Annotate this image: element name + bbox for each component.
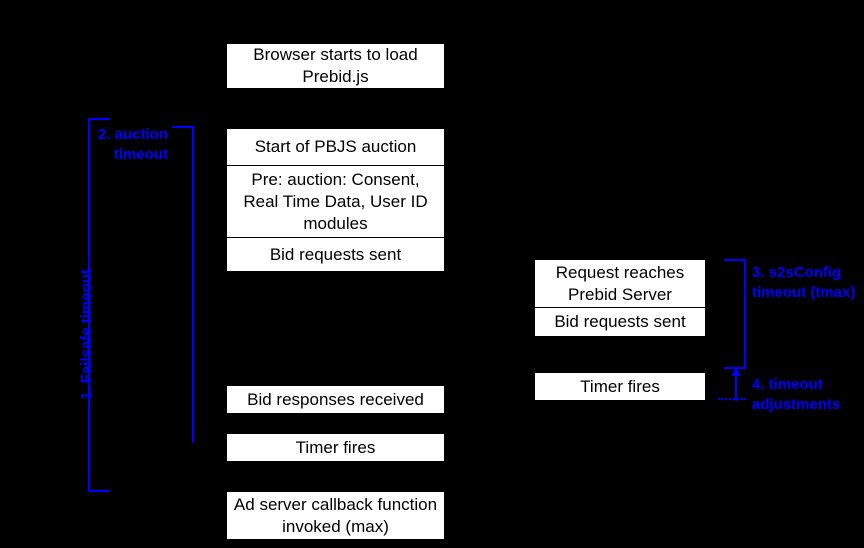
annotation-s2sconfig-timeout-label: 3. s2sConfig timeout (tmax) <box>752 264 856 301</box>
box-label: Pre: auction: Consent, Real Time Data, U… <box>243 169 428 233</box>
box-timer-fires-client: Timer fires <box>226 433 445 462</box>
box-label: Bid responses received <box>247 389 424 409</box>
timeout-adjustment-arrow-icon <box>731 367 741 401</box>
box-bid-requests-sent-client: Bid requests sent <box>227 237 444 271</box>
box-bid-requests-sent-server: Bid requests sent <box>535 307 705 336</box>
annotation-failsafe-timeout-label: 1. Failsafe timeout <box>78 269 95 400</box>
box-label: Browser starts to load Prebid.js <box>253 45 418 86</box>
box-bid-responses-received: Bid responses received <box>226 385 445 414</box>
timeout-adjustment-dotted-line <box>718 398 746 400</box>
box-start-of-pbjs-auction: Start of PBJS auction <box>227 129 444 165</box>
box-browser-loads-prebid: Browser starts to load Prebid.js <box>226 43 445 89</box>
box-ad-server-callback: Ad server callback function invoked (max… <box>226 491 445 540</box>
server-stack: Request reaches Prebid Server Bid reques… <box>534 259 706 336</box>
box-label: Bid requests sent <box>554 312 686 331</box>
box-label: Timer fires <box>295 437 376 457</box>
bracket-s2sconfig-timeout <box>724 259 746 369</box>
box-label: Start of PBJS auction <box>254 137 417 156</box>
box-label: Bid requests sent <box>269 244 402 264</box>
bracket-failsafe-timeout <box>88 118 110 492</box>
box-label: Ad server callback function invoked (max… <box>233 494 438 536</box>
annotation-auction-timeout-label: 2. auction timeout <box>97 126 168 163</box>
box-label: Request reaches Prebid Server <box>555 262 685 304</box>
bracket-auction-timeout <box>172 126 194 443</box>
box-pre-auction-modules: Pre: auction: Consent, Real Time Data, U… <box>227 165 444 237</box>
client-auction-stack: Start of PBJS auction Pre: auction: Cons… <box>226 128 445 272</box>
box-timer-fires-server: Timer fires <box>534 372 706 401</box>
box-label: Timer fires <box>580 376 660 396</box>
annotation-timeout-adjustments-label: 4. timeout adjustments <box>752 376 841 413</box>
box-request-reaches-prebid-server: Request reaches Prebid Server <box>535 260 705 307</box>
